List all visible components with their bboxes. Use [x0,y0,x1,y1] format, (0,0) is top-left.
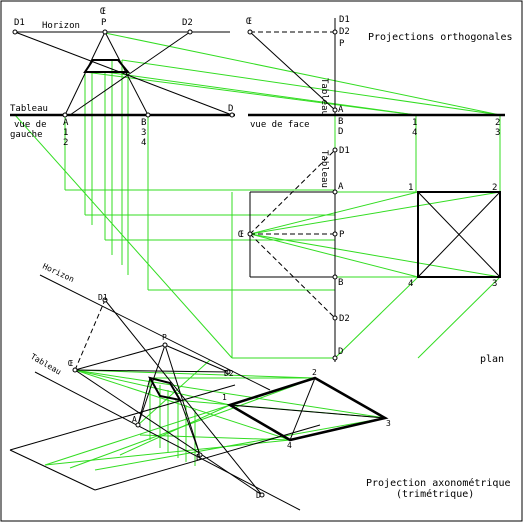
front-1: 1 [412,118,417,128]
front-p: P [339,39,345,49]
title-plan: plan [480,354,504,365]
title-axono-2: (trimétrique) [396,488,474,500]
axono-p: P [162,333,167,342]
side-d2: D2 [182,18,193,28]
axono-d1: D1 [98,293,108,302]
side-oe: Œ [100,7,106,17]
plan-p: P [339,230,345,240]
front-d1: D1 [339,15,350,25]
axono-1: 1 [222,393,227,402]
axono-b: B [196,453,201,462]
front-a: A [338,105,344,115]
axono-4: 4 [287,441,292,450]
plan-4: 4 [408,279,413,289]
axono-horizon: Horizon [41,262,76,284]
plan-d2: D2 [339,314,350,324]
front-vue: vue de face [250,120,310,130]
plan-1: 1 [408,183,413,193]
front-2: 2 [495,118,500,128]
point-markers [12,29,338,498]
side-1: 1 [63,128,68,138]
main-lines [9,18,505,511]
axono-d2: D2 [224,369,234,378]
side-2: 2 [63,138,68,148]
axono-2: 2 [312,368,317,377]
side-3: 3 [141,128,146,138]
front-d: D [338,127,343,137]
side-d: D [228,104,233,114]
construction-lines [14,32,501,471]
side-a: A [63,118,69,128]
plan-b: B [338,278,343,288]
side-d1: D1 [14,18,25,28]
side-vue-1: vue de [14,120,47,130]
plan-a: A [338,182,344,192]
plan-oe: Œ [238,230,244,240]
plan-d1: D1 [339,146,350,156]
axono-oe: Œ [68,359,73,368]
plan-d: D [338,347,343,357]
axono-d: D [256,491,261,500]
axono-tableau: Tableau [29,352,63,377]
side-vue-2: gauche [10,130,43,140]
front-tableau: Tableau [319,78,329,116]
title-ortho: Projections orthogonales [368,32,513,43]
front-4: 4 [412,128,417,138]
side-4: 4 [141,138,146,148]
side-b: B [141,118,146,128]
front-oe: Œ [246,17,252,27]
axono-a: A [132,415,137,424]
side-horizon: Horizon [42,21,80,31]
side-tableau: Tableau [10,104,48,114]
plan-2: 2 [492,183,497,193]
front-3: 3 [495,128,500,138]
axono-3: 3 [386,419,391,428]
side-p: P [101,18,107,28]
front-b: B [338,117,343,127]
plan-tableau: Tableau [319,150,329,188]
title-axono-1: Projection axonométrique [366,477,511,489]
plan-3: 3 [492,279,497,289]
front-d2: D2 [339,27,350,37]
